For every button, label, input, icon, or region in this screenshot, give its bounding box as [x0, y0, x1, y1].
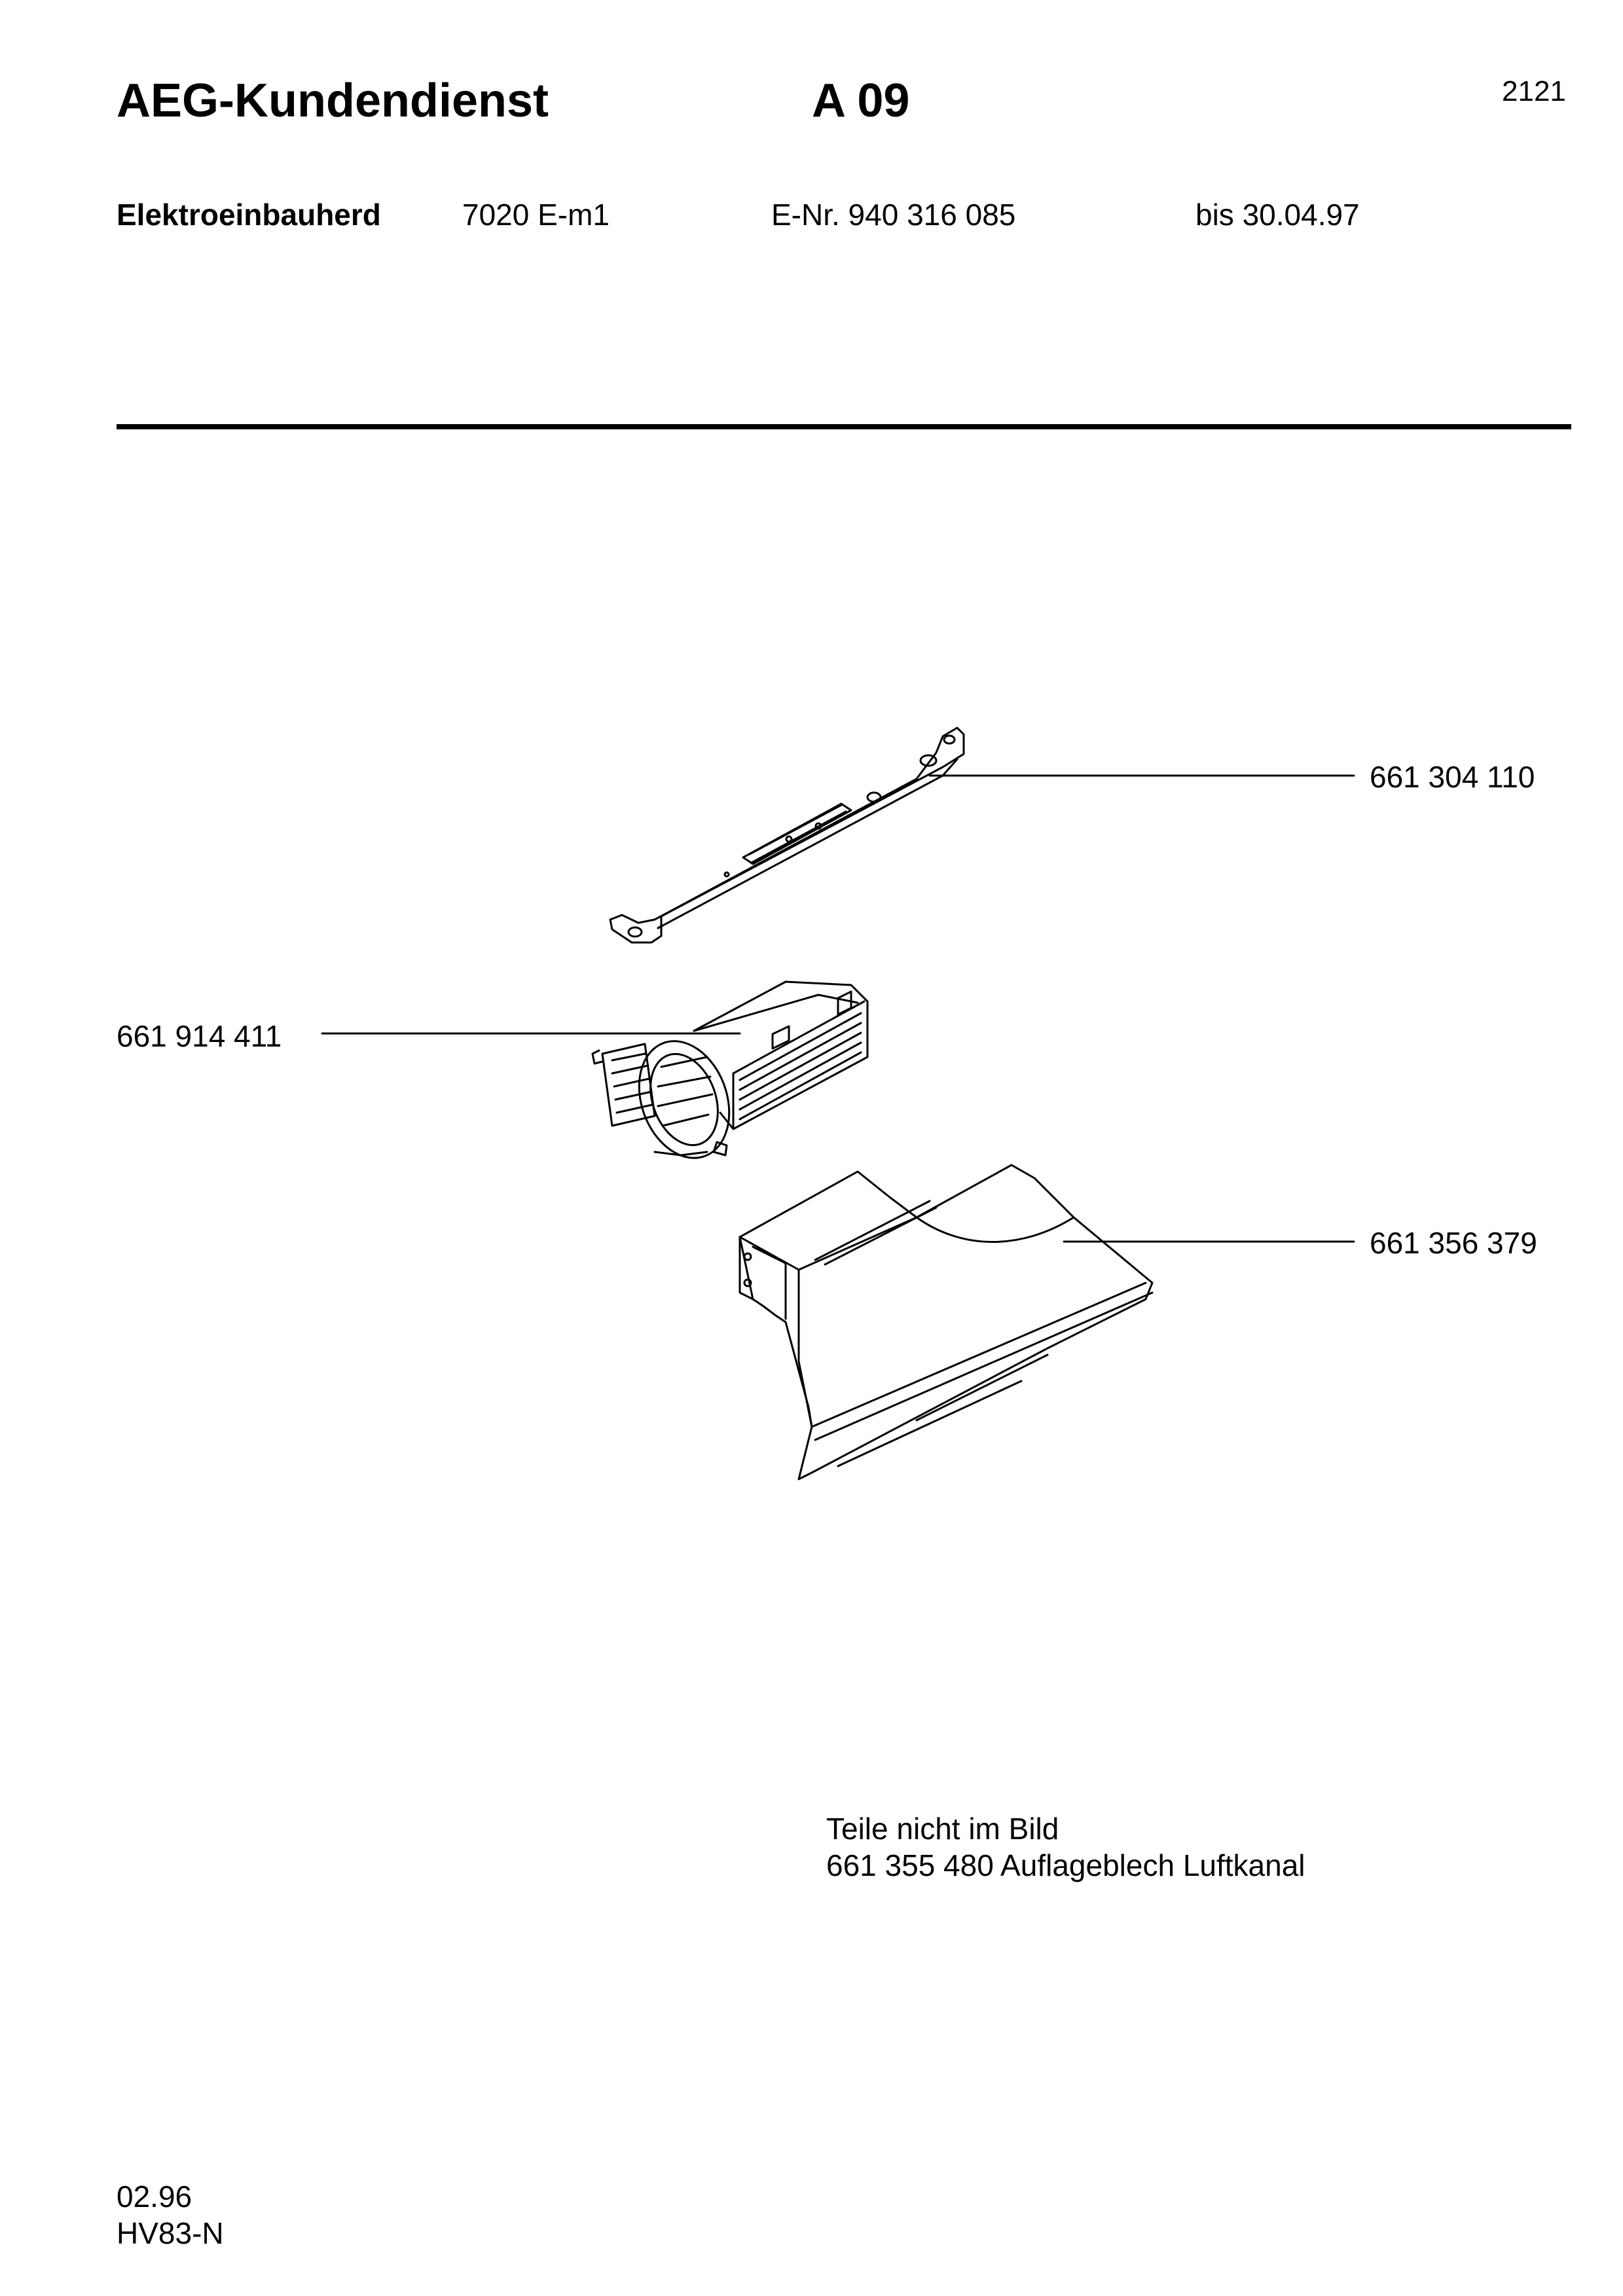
footer-date: 02.96 — [117, 2179, 192, 2214]
section-code: A 09 — [812, 75, 910, 127]
e-number: E-Nr. 940 316 085 — [771, 198, 1016, 232]
part-number-fan-motor: 661 914 411 — [117, 1019, 282, 1053]
validity-date: bis 30.04.97 — [1195, 198, 1360, 232]
notes-heading: Teile nicht im Bild — [826, 1812, 1059, 1846]
bracket-drawing — [609, 726, 965, 944]
footer-code: HV83-N — [117, 2216, 224, 2250]
page-number: 2121 — [1502, 75, 1566, 107]
notes-item: 661 355 480 Auflageblech Luftkanal — [826, 1848, 1305, 1882]
fan-motor-drawing — [591, 980, 869, 1159]
air-duct-drawing — [739, 1164, 1154, 1480]
header-divider — [117, 424, 1571, 429]
brand-title: AEG-Kundendienst — [117, 75, 549, 127]
product-type: Elektroeinbauherd — [117, 198, 381, 232]
part-number-bracket: 661 304 110 — [1370, 760, 1535, 794]
part-number-air-duct: 661 356 379 — [1370, 1226, 1537, 1260]
model-number: 7020 E-m1 — [462, 198, 610, 232]
